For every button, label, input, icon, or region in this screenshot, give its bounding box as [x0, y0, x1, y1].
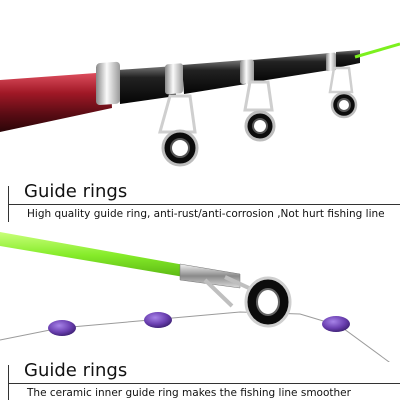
guide-ferrule	[179, 263, 241, 289]
caption-divider	[8, 383, 400, 384]
caption-divider	[8, 365, 9, 400]
ceramic-guide-ring	[244, 276, 292, 328]
caption-description: The ceramic inner guide ring makes the f…	[27, 387, 351, 399]
caption-title: Guide rings	[24, 181, 128, 202]
caption-divider	[8, 204, 400, 205]
rod-ferrule	[165, 63, 183, 95]
rod-tip-section	[336, 50, 360, 68]
rod-tip-line	[354, 42, 400, 59]
rod-ferrule	[326, 52, 336, 72]
rod-butt-section	[0, 72, 112, 132]
guide-ring-closeup-photo	[0, 232, 390, 362]
guide-ring-large	[158, 94, 199, 167]
rod-section-3	[182, 60, 246, 94]
line-bead	[48, 320, 76, 336]
caption-guide-rings-2: Guide rings The ceramic inner guide ring…	[0, 360, 400, 400]
rod-ferrule	[240, 59, 254, 85]
guide-ring-medium	[243, 80, 276, 142]
caption-guide-rings-1: Guide rings High quality guide ring, ant…	[0, 180, 400, 222]
guide-ring-small	[328, 66, 358, 119]
green-rod-tip	[0, 232, 190, 278]
rod-ferrule	[96, 61, 120, 106]
rod-section-2	[118, 66, 176, 104]
rod-guides-photo	[0, 42, 400, 167]
line-bead	[144, 312, 172, 328]
caption-title: Guide rings	[24, 360, 128, 381]
caption-description: High quality guide ring, anti-rust/anti-…	[27, 208, 385, 220]
line-bead	[322, 316, 350, 332]
rod-section-4	[252, 53, 330, 82]
